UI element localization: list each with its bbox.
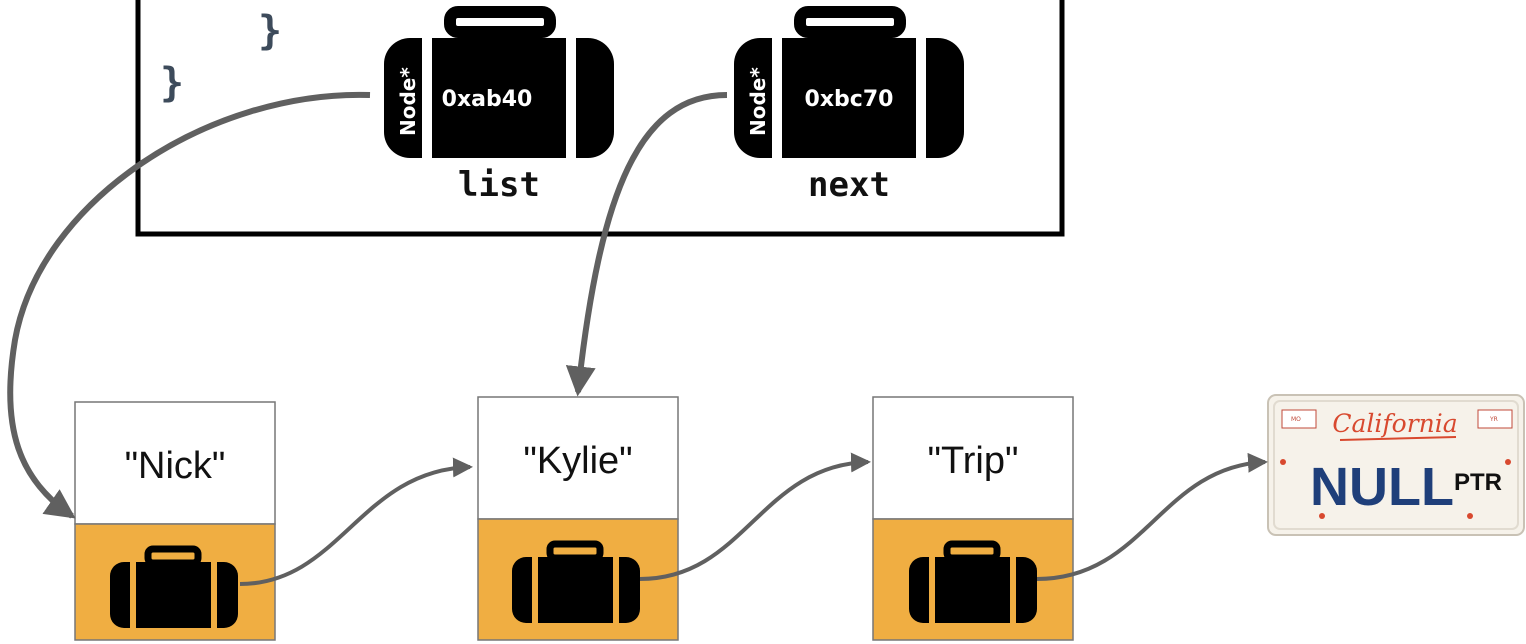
- node-link-arrow: [639, 452, 871, 581]
- node-link-arrow: [1036, 452, 1268, 581]
- suitcase-icon: [384, 6, 614, 158]
- node-value: "Nick": [125, 445, 226, 487]
- variable-type-label: Node*: [746, 67, 770, 136]
- plate-suffix: PTR: [1454, 469, 1502, 496]
- variable-name: next: [808, 165, 890, 205]
- plate-tag-right: YR: [1489, 416, 1498, 423]
- node-link-arrow: [239, 457, 473, 586]
- plate-tag-left: MO: [1291, 416, 1301, 423]
- list-pointer-arrow: [7, 91, 371, 519]
- stack-frame-box: [135, 0, 1065, 237]
- linked-list-node: "Nick": [74, 401, 276, 641]
- address-value: 0xab40: [442, 87, 533, 112]
- suitcase-icon: [110, 545, 238, 628]
- plate-main-text: NULL: [1310, 457, 1454, 517]
- code-brace-outer: }: [160, 60, 184, 106]
- variable-next: Node* 0xbc70 next: [734, 6, 964, 205]
- address-value: 0xbc70: [805, 87, 894, 112]
- null-license-plate: MO YR California NULL PTR: [1267, 394, 1525, 536]
- node-value: "Kylie": [523, 440, 632, 482]
- variable-type-label: Node*: [396, 67, 420, 136]
- variable-name: list: [458, 165, 540, 205]
- plate-state: California: [1332, 409, 1457, 438]
- suitcase-icon: [512, 540, 640, 623]
- suitcase-icon: [909, 540, 1037, 623]
- linked-list-node: "Kylie": [477, 396, 679, 641]
- linked-list-node: "Trip": [872, 396, 1074, 641]
- suitcase-icon: [734, 6, 964, 158]
- next-pointer-arrow: [565, 92, 728, 397]
- variable-list: Node* 0xab40 list: [384, 6, 614, 205]
- node-value: "Trip": [927, 440, 1018, 482]
- code-brace-inner: }: [258, 8, 282, 54]
